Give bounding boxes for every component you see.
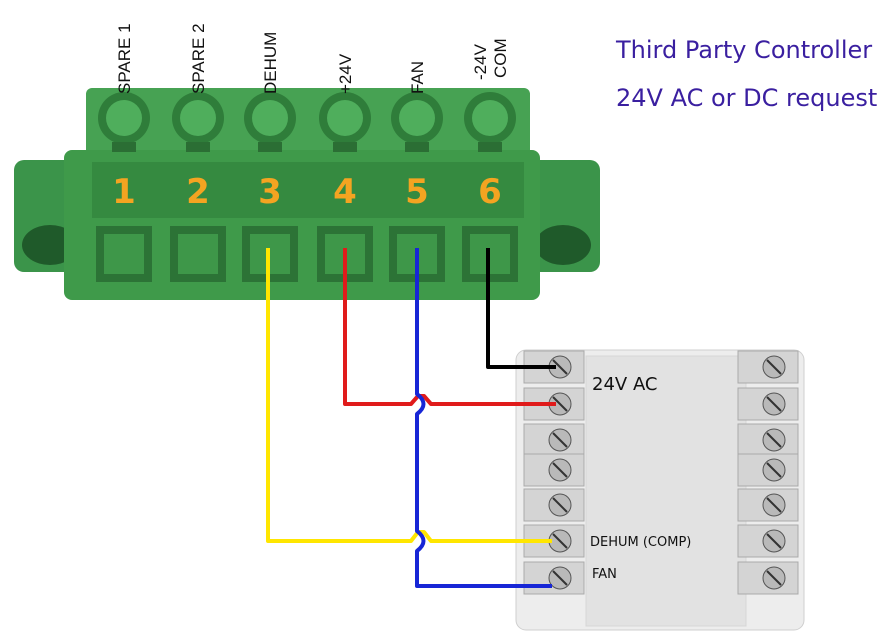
pin-number: 5 — [405, 172, 429, 212]
screw-slot — [766, 497, 782, 513]
screw-slot — [552, 533, 568, 549]
screw-slot — [766, 432, 782, 448]
terminal-screw-head — [399, 100, 435, 136]
terminal-socket-inner — [178, 234, 218, 274]
block-number-strip — [92, 162, 524, 218]
pin-number: 6 — [478, 172, 502, 212]
label-dehum-comp: DEHUM (COMP) — [590, 535, 692, 550]
terminal-tab — [333, 142, 357, 152]
wire-plus24 — [343, 248, 556, 406]
screw-slot — [552, 570, 568, 586]
controller-terminal-slot — [523, 453, 585, 487]
terminal-socket-inner — [104, 234, 144, 274]
pin-number: 2 — [186, 172, 210, 212]
screw-slot — [552, 359, 568, 375]
screw-slot — [766, 533, 782, 549]
screw-slot — [552, 432, 568, 448]
wire-com — [486, 248, 556, 369]
screw-slot — [552, 497, 568, 513]
screw-slot — [766, 396, 782, 412]
screw-slot — [766, 462, 782, 478]
pin-number: 4 — [333, 172, 357, 212]
controller-title: Third Party Controller — [616, 36, 873, 64]
terminal-tab — [112, 142, 136, 152]
screw-slot — [552, 396, 568, 412]
terminal-screw-head — [180, 100, 216, 136]
label-24v-ac: 24V AC — [592, 374, 658, 395]
wire-fan — [415, 248, 552, 588]
terminal-tab — [478, 142, 502, 152]
controller-subtitle: 24V AC or DC request — [616, 84, 878, 112]
terminal-screw-head — [252, 100, 288, 136]
label-fan: FAN — [592, 567, 617, 582]
screw-slot — [766, 570, 782, 586]
screw-slot — [552, 462, 568, 478]
pin-number: 3 — [258, 172, 282, 212]
controller-center-panel — [585, 355, 747, 627]
terminal-screw-head — [106, 100, 142, 136]
terminal-screw-head — [327, 100, 363, 136]
terminal-tab — [258, 142, 282, 152]
screw-slot — [766, 359, 782, 375]
wire-dehum — [266, 248, 552, 543]
terminal-tab — [405, 142, 429, 152]
mount-hole-right — [535, 225, 591, 265]
terminal-screw-head — [472, 100, 508, 136]
pin-number: 1 — [112, 172, 136, 212]
terminal-tab — [186, 142, 210, 152]
